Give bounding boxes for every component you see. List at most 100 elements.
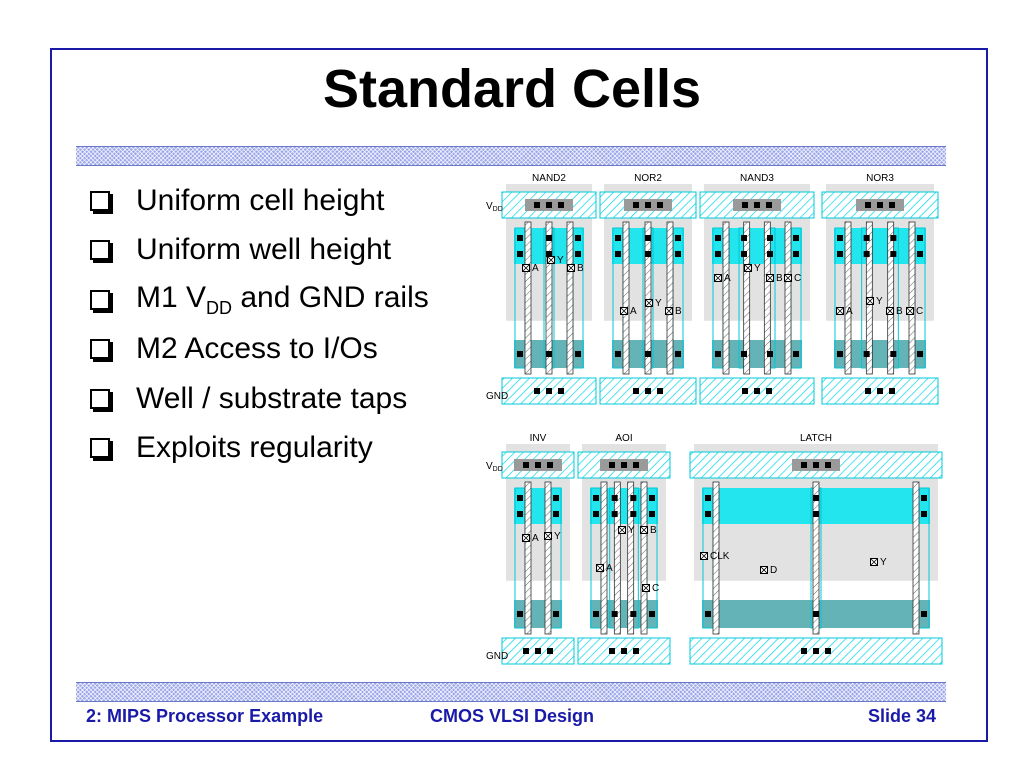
rail-contact (535, 648, 541, 654)
via-cross (522, 534, 530, 542)
pin-label: A (846, 306, 853, 317)
contact-mark (793, 235, 799, 241)
contact-mark (863, 235, 870, 241)
contact-mark (553, 495, 559, 501)
pin-label: Y (554, 531, 561, 542)
rail-contact (801, 648, 807, 654)
rail-contact (825, 648, 831, 654)
contact-mark (793, 251, 799, 257)
poly-gate (545, 221, 553, 375)
footer-course-title: 2: MIPS Processor Example (86, 706, 324, 726)
contact-mark (917, 251, 923, 257)
poly-gate (544, 481, 552, 635)
contact-mark (546, 351, 552, 357)
contact-mark (837, 235, 843, 241)
rail-contact (633, 462, 639, 468)
contact-mark (575, 235, 581, 241)
contact-mark (921, 511, 927, 517)
via-cross (766, 274, 774, 282)
via-cross (906, 307, 914, 315)
poly-gate (524, 481, 532, 635)
via-cross (760, 566, 768, 574)
poly-gate (644, 221, 652, 375)
contact-mark (705, 611, 711, 617)
poly-gate (908, 221, 916, 375)
contact-mark (630, 611, 637, 617)
contact-mark (630, 511, 637, 517)
poly-gate (566, 221, 574, 375)
pin-label: Y (880, 557, 887, 568)
pin-label: A (532, 533, 539, 544)
pin-label: Y (628, 525, 635, 536)
contact-mark (890, 251, 897, 257)
poly-gate (722, 221, 730, 375)
contact-mark (715, 251, 721, 257)
contact-mark (553, 511, 559, 517)
poly-gate (712, 481, 720, 635)
p-diffusion (590, 488, 658, 524)
contact-mark (630, 495, 637, 501)
contact-mark (813, 511, 819, 517)
cell-name-label: AOI (615, 433, 632, 444)
p-diffusion (514, 488, 562, 524)
pin-label: Y (557, 255, 564, 266)
rail-contact (558, 202, 564, 208)
rail-contact (657, 388, 663, 394)
via-cross (714, 274, 722, 282)
bullet-list: Uniform cell height Uniform well height … (90, 176, 429, 473)
rail-contact (766, 202, 772, 208)
contact-mark (649, 495, 655, 501)
poly-gate (844, 221, 852, 375)
contact-mark (546, 235, 552, 241)
checkbox-bullet-icon (90, 438, 110, 459)
contact-mark (553, 611, 559, 617)
rail-contact (825, 462, 831, 468)
rail-contact (742, 202, 748, 208)
contact-mark (837, 351, 843, 357)
bullet-item: M1 VDD and GND rails (90, 275, 429, 325)
poly-gate (622, 221, 630, 375)
pin-label: A (532, 263, 539, 274)
contact-mark (837, 251, 843, 257)
contact-mark (917, 235, 923, 241)
contact-mark (675, 251, 681, 257)
via-cross (836, 307, 844, 315)
rail-contact (657, 202, 663, 208)
bullet-item: Uniform well height (90, 226, 429, 276)
contact-mark (546, 251, 552, 257)
footer-slide-number: Slide 34 (867, 706, 936, 726)
pin-label: B (675, 306, 682, 317)
pin-label: A (606, 563, 613, 574)
via-cross (645, 299, 653, 307)
footer-book-title: CMOS VLSI Design (429, 706, 595, 726)
poly-gate (743, 221, 751, 375)
bullet-text: Uniform cell height (136, 183, 385, 217)
slide-title: Standard Cells (322, 59, 702, 119)
poly-gate (640, 481, 648, 635)
contact-mark (767, 351, 773, 357)
rail-contact (546, 202, 552, 208)
contact-mark (741, 351, 747, 357)
contact-mark (611, 611, 618, 617)
rail-contact (523, 648, 529, 654)
via-cross (640, 526, 648, 534)
pin-label: C (916, 306, 923, 317)
rail-contact (742, 388, 748, 394)
contact-mark (715, 235, 721, 241)
via-cross (700, 552, 708, 560)
contact-mark (705, 511, 711, 517)
contact-mark (517, 235, 523, 241)
rail-contact (547, 462, 553, 468)
checkbox-bullet-icon (90, 240, 110, 261)
cell-name-label: NOR2 (634, 173, 662, 184)
poly-gate (627, 481, 635, 635)
rail-contact (621, 648, 627, 654)
rail-contact (754, 388, 760, 394)
contact-mark (675, 235, 681, 241)
pin-label: Y (655, 298, 662, 309)
vdd-label-bottom: VDD (486, 461, 503, 473)
contact-mark (593, 495, 599, 501)
via-cross (618, 526, 626, 534)
cell-name-label: NOR3 (866, 173, 894, 184)
contact-mark (921, 611, 927, 617)
